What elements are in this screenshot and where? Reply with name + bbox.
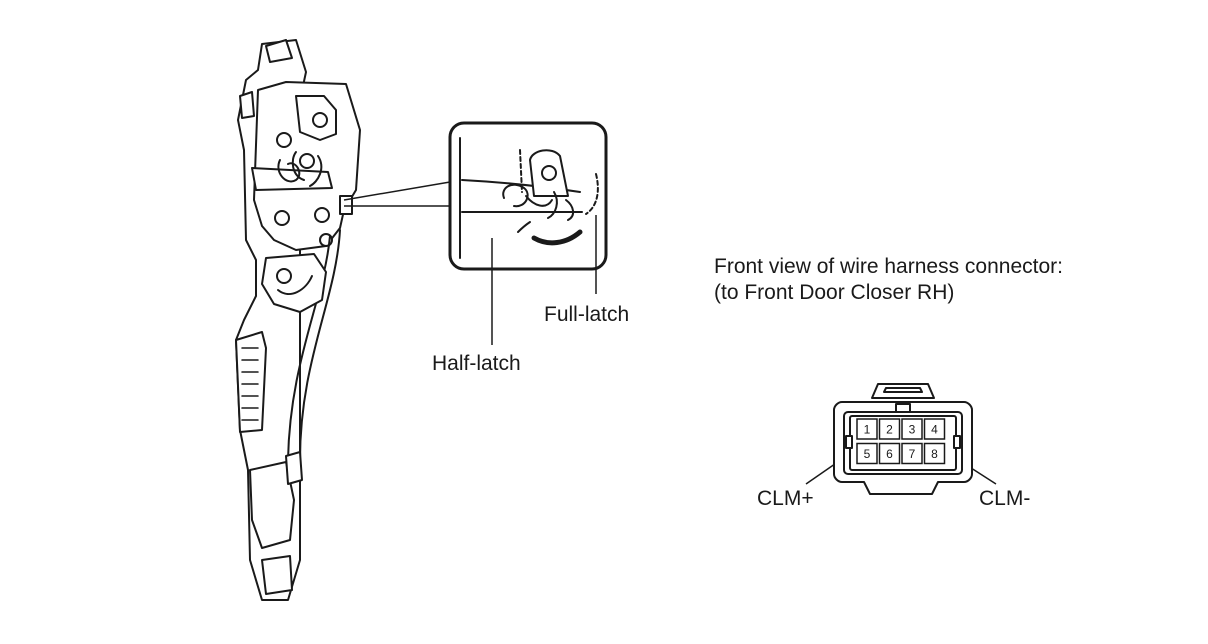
pin-number: 7 [909, 447, 916, 461]
clm-plus-label: CLM+ [757, 487, 814, 510]
pin-number: 3 [909, 423, 916, 437]
connector-caption-line2: (to Front Door Closer RH) [714, 281, 955, 305]
pin-cell [856, 418, 878, 440]
door-lock-assembly [235, 39, 361, 601]
half-latch-label: Half-latch [432, 352, 521, 375]
connector-pin-7: 7 [901, 442, 923, 465]
pin-number: 4 [931, 423, 938, 437]
clm-minus-label: CLM- [979, 487, 1031, 510]
connector-pin-2: 2 [878, 418, 901, 440]
pin-cell [923, 418, 946, 440]
connector-pin-4: 4 [923, 418, 946, 440]
pin-cell [856, 442, 878, 465]
pin-number: 2 [886, 423, 893, 437]
latch-detail-mechanism [459, 137, 599, 259]
connector-pin-3: 3 [901, 418, 923, 440]
connector-pin-1: 1 [856, 418, 878, 440]
connector-pin-8: 8 [923, 442, 946, 465]
full-latch-label: Full-latch [544, 303, 630, 326]
latch-detail-view [448, 121, 608, 271]
pin-cell [923, 442, 946, 465]
magnify-leader-lines [343, 181, 451, 207]
pin-cell [878, 418, 901, 440]
connector-caption: Front view of wire harness connector: (t… [714, 254, 1063, 307]
pin-number: 1 [864, 423, 871, 437]
pin-number: 6 [886, 447, 893, 461]
pin-number: 5 [864, 447, 871, 461]
pin-cell [901, 442, 923, 465]
connector-pin-6: 6 [878, 442, 901, 465]
pin-number: 8 [931, 447, 938, 461]
pin-cell [901, 418, 923, 440]
pin-cell [878, 442, 901, 465]
connector-pin-grid: 1 2 3 4 5 6 7 8 [856, 418, 946, 465]
connector-caption-line1: Front view of wire harness connector: [714, 255, 1063, 278]
connector-pin-5: 5 [856, 442, 878, 465]
